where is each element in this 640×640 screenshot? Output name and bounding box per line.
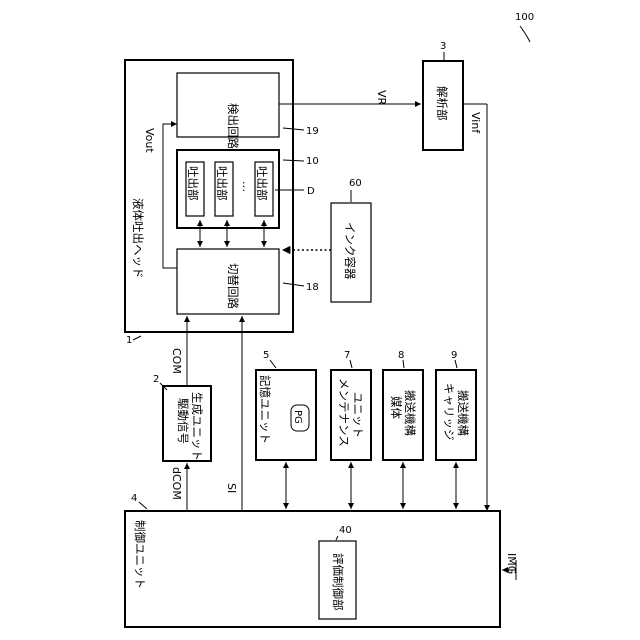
- analysis-unit-ref: 3: [440, 41, 446, 52]
- carriage-transport-unit: キャリッジ 搬送機構 9: [436, 350, 476, 460]
- drive-signal-unit: 駆動信号 生成ユニット 2: [153, 374, 211, 461]
- carriage-transport-ref: 9: [451, 350, 457, 361]
- ink-container: インク容器 60: [331, 178, 371, 302]
- maintenance-unit-line2: ユニット: [351, 392, 365, 438]
- detection-circuit-label: 検出回路: [226, 103, 240, 149]
- switching-circuit-ref: 18: [306, 282, 319, 293]
- medium-transport-line1: 媒体: [389, 396, 403, 419]
- control-unit-leader: [139, 502, 147, 509]
- medium-transport-line2: 搬送機構: [403, 390, 417, 436]
- switching-circuit-label: 切替回路: [226, 263, 240, 309]
- evaluation-control-label: 評価制御部: [331, 553, 345, 611]
- drive-signal-unit-line2: 生成ユニット: [190, 392, 204, 461]
- switching-circuit: 切替回路 18: [177, 249, 319, 314]
- analysis-unit: 解析部 3: [423, 41, 463, 150]
- carriage-transport-line2: 搬送機構: [456, 390, 470, 436]
- ink-container-label: インク容器: [343, 222, 357, 280]
- maintenance-unit-line1: メンテナンス: [337, 378, 351, 447]
- medium-transport-unit: 媒体 搬送機構 8: [383, 350, 423, 460]
- com-label: COM: [170, 348, 183, 374]
- storage-unit-leader: [270, 360, 276, 368]
- carriage-transport-line1: キャリッジ: [442, 383, 456, 441]
- control-unit: 制御ユニット 4: [125, 493, 500, 627]
- control-unit-ref: 4: [131, 493, 137, 504]
- drive-signal-unit-line1: 駆動信号: [176, 398, 190, 444]
- si-label: SI: [225, 483, 238, 493]
- ejector-ref: D: [307, 186, 315, 197]
- maintenance-unit: メンテナンス ユニット 7: [331, 350, 371, 460]
- ejection-group-ref: 10: [306, 156, 319, 167]
- vinf-label: Vinf: [469, 112, 482, 134]
- vr-label: VR: [375, 90, 388, 106]
- ejector-3-label: 吐出部: [255, 166, 269, 201]
- evaluation-control-ref: 40: [339, 525, 352, 536]
- maintenance-unit-leader: [350, 360, 352, 368]
- vout-label: Vout: [143, 128, 156, 153]
- medium-transport-ref: 8: [398, 350, 404, 361]
- ejector-2-label: 吐出部: [215, 166, 229, 201]
- liquid-ejection-head-ref: 1: [126, 335, 132, 346]
- ejection-group: 吐出部 吐出部 … 吐出部 10 D: [177, 150, 319, 228]
- control-unit-label: 制御ユニット: [133, 520, 147, 589]
- storage-unit: 記憶ユニット PG 5: [256, 350, 316, 460]
- dcom-label: dCOM: [170, 467, 183, 500]
- figure-number-leader: [520, 26, 530, 42]
- liquid-ejection-head-title: 液体吐出ヘッド: [131, 198, 145, 279]
- program-label: PG: [292, 410, 303, 424]
- maintenance-unit-ref: 7: [344, 350, 350, 361]
- storage-unit-ref: 5: [263, 350, 269, 361]
- img-label: IMG: [505, 553, 518, 574]
- drive-signal-unit-ref: 2: [153, 374, 159, 385]
- analysis-unit-label: 解析部: [435, 86, 449, 121]
- detection-circuit-ref: 19: [306, 126, 319, 137]
- liquid-ejection-head-leader: [133, 336, 141, 340]
- ejector-1-label: 吐出部: [186, 166, 200, 201]
- carriage-transport-leader: [455, 360, 457, 368]
- medium-transport-leader: [403, 360, 404, 368]
- figure-number: 100: [515, 12, 534, 23]
- storage-unit-label: 記憶ユニット: [258, 375, 272, 444]
- ink-container-ref: 60: [349, 178, 362, 189]
- ejector-ellipsis: …: [240, 181, 253, 192]
